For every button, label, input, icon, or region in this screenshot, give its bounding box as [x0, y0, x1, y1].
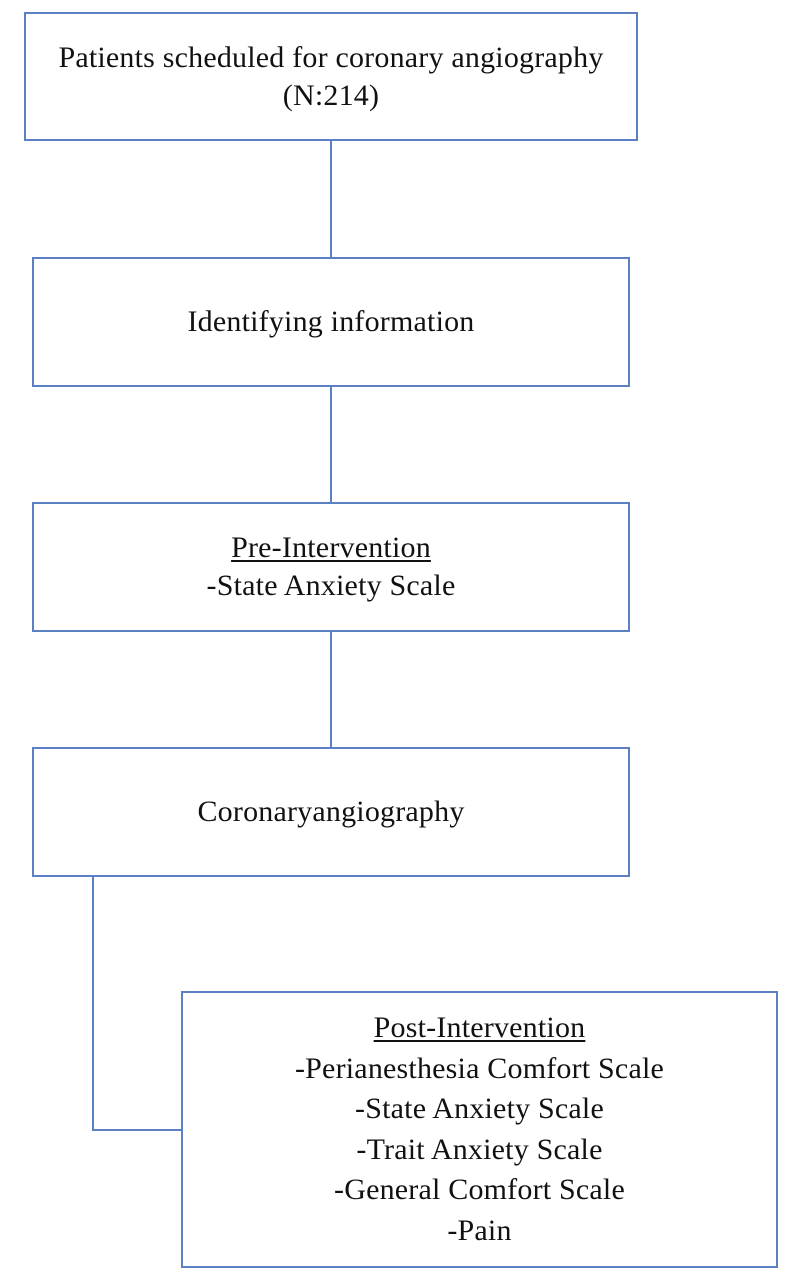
connector-coronary-to-post: [92, 877, 181, 1131]
post-intervention-item: -Pain: [447, 1213, 512, 1247]
post-intervention-item: -Perianesthesia Comfort Scale: [294, 1051, 665, 1085]
patients-box: Patients scheduled for coronary angiogra…: [24, 12, 638, 141]
pre-intervention-heading: Pre-Intervention: [231, 531, 431, 564]
identifying-label: Identifying information: [187, 305, 475, 338]
patients-count: (N:214): [282, 78, 380, 112]
post-intervention-heading: Post-Intervention: [373, 1011, 586, 1044]
pre-intervention-box: Pre-Intervention -State Anxiety Scale: [32, 502, 630, 632]
post-intervention-item: -State Anxiety Scale: [355, 1092, 604, 1125]
pre-intervention-item: -State Anxiety Scale: [206, 569, 456, 602]
coronary-angiography-box: Coronaryangiography: [32, 747, 630, 877]
patients-title: Patients scheduled for coronary angiogra…: [58, 40, 604, 74]
post-intervention-item: -Trait Anxiety Scale: [356, 1132, 603, 1166]
post-intervention-item: -General Comfort Scale: [334, 1173, 625, 1206]
identifying-box: Identifying information: [32, 257, 630, 387]
coronary-angiography-label: Coronaryangiography: [197, 795, 465, 828]
post-intervention-box: Post-Intervention -Perianesthesia Comfor…: [181, 991, 778, 1268]
